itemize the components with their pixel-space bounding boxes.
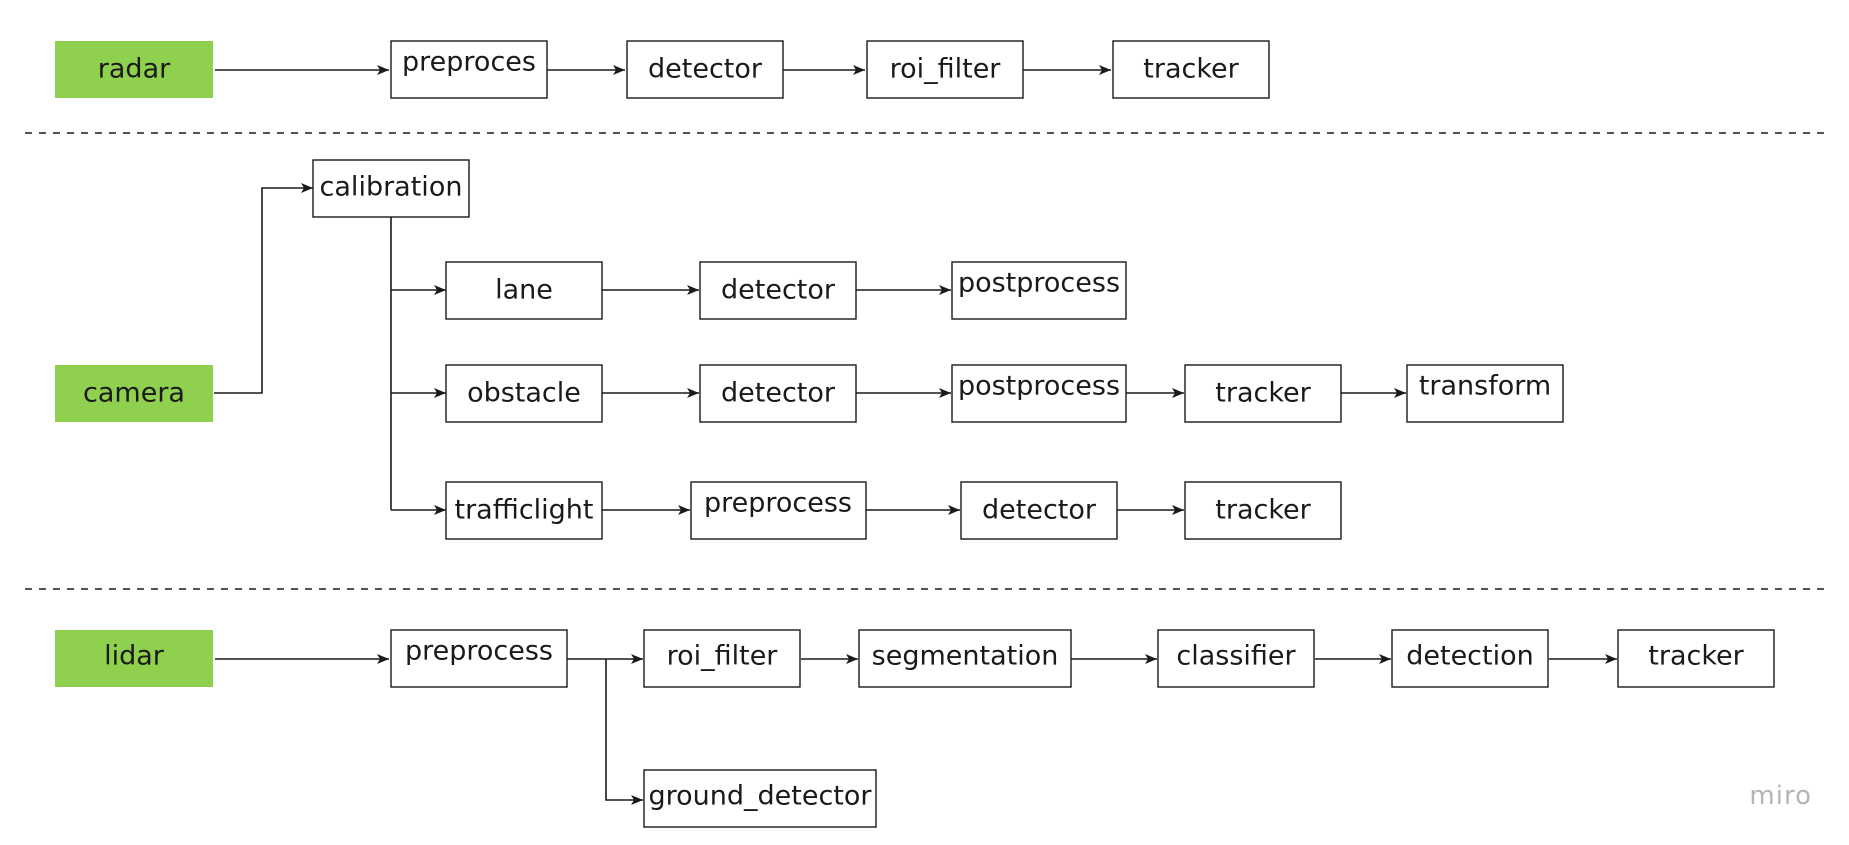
node-lidar: lidar	[55, 630, 213, 687]
node-obstacle-label: obstacle	[467, 378, 581, 409]
node-lidar-roi-filter-label: roi_filter	[667, 641, 779, 672]
node-ground-detector-label: ground_detector	[648, 781, 872, 812]
node-radar-detector: detector	[626, 40, 784, 99]
node-trafficlight-tracker: tracker	[1184, 481, 1342, 540]
edges	[214, 65, 1617, 805]
node-classifier: classifier	[1157, 629, 1315, 688]
node-calibration: calibration	[312, 159, 470, 218]
node-trafficlight-tracker-label: tracker	[1215, 495, 1311, 526]
node-radar-tracker: tracker	[1112, 40, 1270, 99]
node-lidar-tracker: tracker	[1617, 629, 1775, 688]
node-trafficlight-preprocess-label: preprocess	[704, 488, 852, 519]
node-obstacle: obstacle	[445, 364, 603, 423]
node-obstacle-postprocess: postprocess	[951, 364, 1127, 423]
node-radar-tracker-label: tracker	[1143, 54, 1239, 85]
node-obstacle-transform: transform	[1406, 364, 1564, 423]
node-obstacle-detector-label: detector	[721, 378, 836, 409]
node-segmentation-label: segmentation	[872, 641, 1059, 672]
node-lidar-preprocess: preprocess	[390, 629, 568, 688]
edge-camera-calibration	[214, 183, 313, 394]
node-calibration-label: calibration	[320, 172, 463, 203]
node-lane-label: lane	[495, 275, 553, 306]
edge-preprocess-ground-detector	[605, 659, 643, 805]
node-obstacle-detector: detector	[699, 364, 857, 423]
node-trafficlight-preprocess: preprocess	[690, 481, 867, 540]
miro-watermark: miro	[1749, 781, 1812, 811]
node-trafficlight-detector-label: detector	[982, 495, 1097, 526]
node-camera: camera	[55, 365, 213, 422]
node-radar-roi-filter: roi_filter	[866, 40, 1024, 99]
node-radar: radar	[55, 41, 213, 98]
node-classifier-label: classifier	[1176, 641, 1296, 672]
node-obstacle-transform-label: transform	[1419, 371, 1551, 402]
node-trafficlight-label: trafficlight	[454, 495, 593, 526]
node-radar-detector-label: detector	[648, 54, 763, 85]
node-obstacle-postprocess-label: postprocess	[958, 371, 1120, 402]
node-detection: detection	[1391, 629, 1549, 688]
node-lane-detector-label: detector	[721, 275, 836, 306]
node-trafficlight-detector: detector	[960, 481, 1118, 540]
node-lane-postprocess-label: postprocess	[958, 268, 1120, 299]
node-radar-preproces: preproces	[390, 40, 548, 99]
node-camera-label: camera	[83, 378, 185, 409]
node-obstacle-tracker: tracker	[1184, 364, 1342, 423]
node-detection-label: detection	[1406, 641, 1534, 672]
node-trafficlight: trafficlight	[445, 481, 603, 540]
node-segmentation: segmentation	[858, 629, 1072, 688]
node-radar-label: radar	[98, 54, 171, 85]
node-lane: lane	[445, 261, 603, 320]
node-lane-postprocess: postprocess	[951, 261, 1127, 320]
node-obstacle-tracker-label: tracker	[1215, 378, 1311, 409]
node-lidar-tracker-label: tracker	[1648, 641, 1744, 672]
node-radar-roi-filter-label: roi_filter	[890, 54, 1002, 85]
node-lidar-roi-filter: roi_filter	[643, 629, 801, 688]
node-radar-preproces-label: preproces	[402, 47, 536, 78]
node-lidar-preprocess-label: preprocess	[405, 636, 553, 667]
node-ground-detector: ground_detector	[643, 769, 877, 828]
node-lidar-label: lidar	[104, 641, 165, 672]
node-lane-detector: detector	[699, 261, 857, 320]
